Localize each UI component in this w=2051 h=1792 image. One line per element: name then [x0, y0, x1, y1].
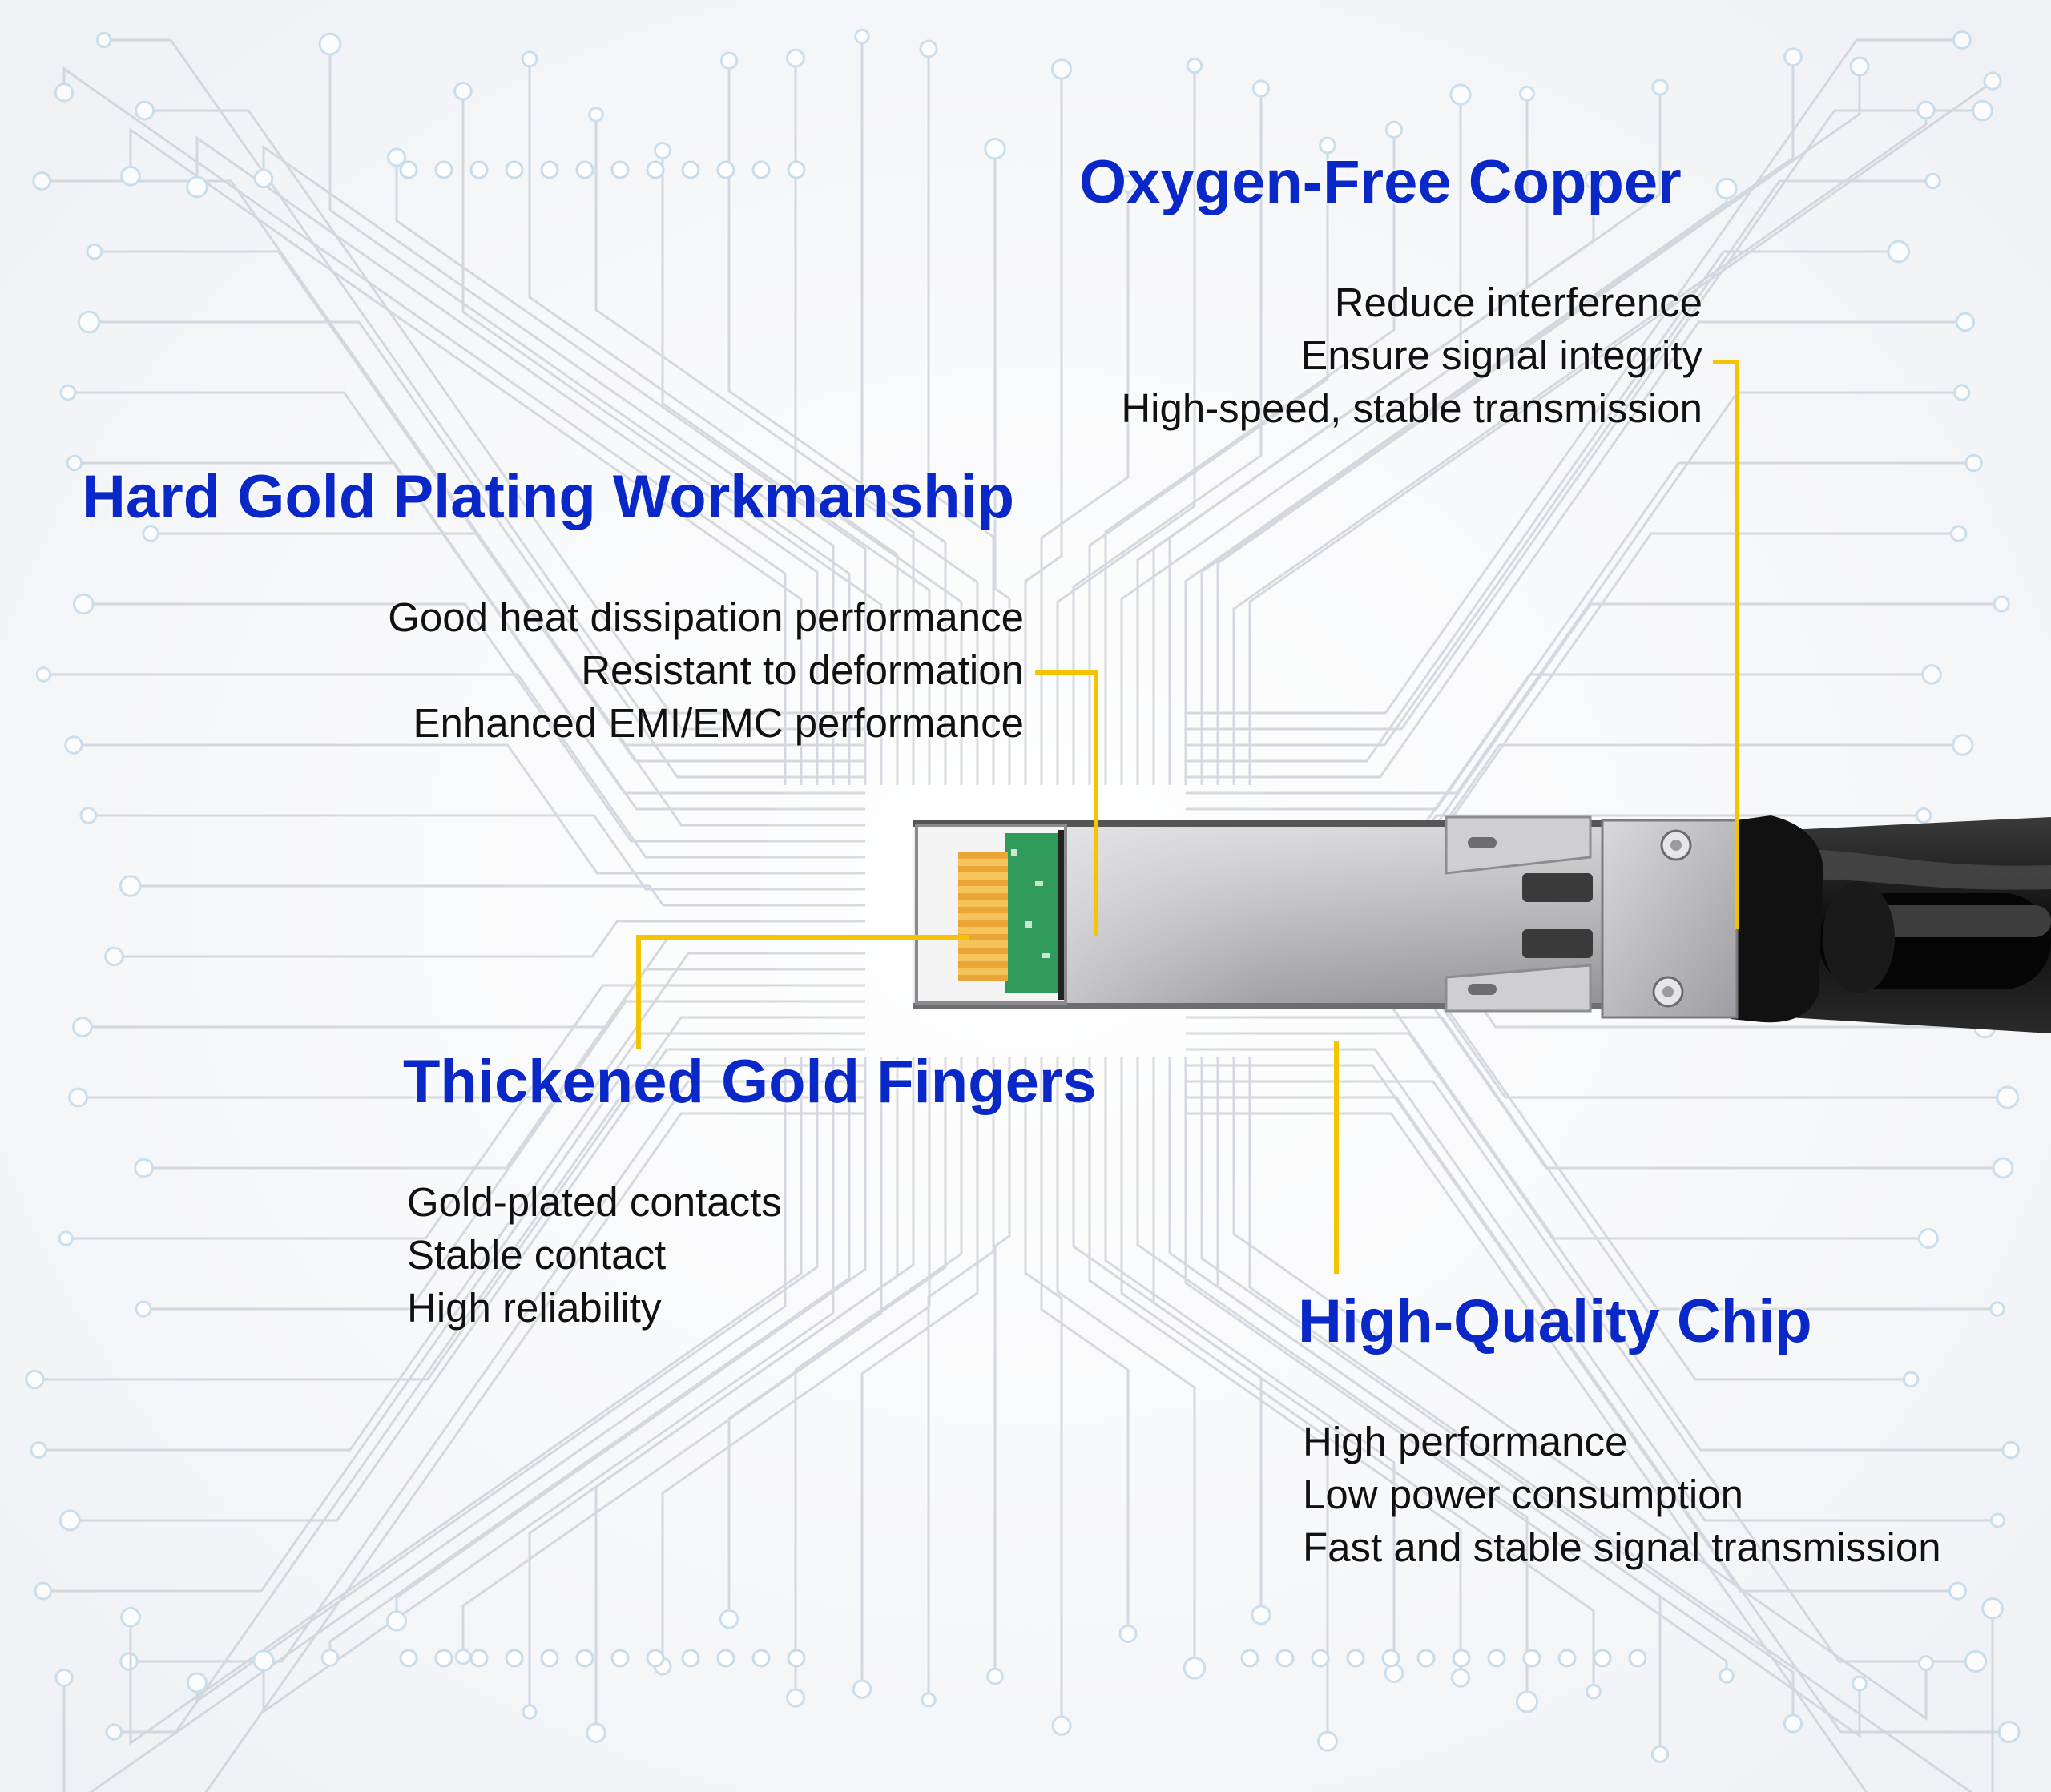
- heading-thickened-gold-fingers: Thickened Gold Fingers: [403, 1048, 1097, 1116]
- fingers-line-3: High reliability: [407, 1285, 662, 1331]
- chip-line-2: Low power consumption: [1303, 1472, 1743, 1517]
- plating-feature-list: Good heat dissipation performance Resist…: [388, 591, 1024, 750]
- pcb-board: [1005, 833, 1058, 993]
- heading-high-quality-chip: High-Quality Chip: [1298, 1287, 1812, 1355]
- plating-line-2: Resistant to deformation: [581, 647, 1024, 693]
- fingers-feature-list: Gold-plated contacts Stable contact High…: [407, 1176, 782, 1335]
- copper-feature-list: Reduce interference Ensure signal integr…: [1121, 276, 1702, 435]
- connector-group: [913, 815, 2051, 1033]
- fingers-line-2: Stable contact: [407, 1232, 667, 1278]
- chip-feature-list: High performance Low power consumption F…: [1303, 1415, 1941, 1574]
- plating-line-1: Good heat dissipation performance: [388, 594, 1024, 640]
- callout-copper: [1713, 360, 1739, 929]
- gold-fingers: [958, 852, 1008, 981]
- fingers-line-1: Gold-plated contacts: [407, 1179, 782, 1225]
- heading-oxygen-free-copper: Oxygen-Free Copper: [1079, 148, 1682, 216]
- callout-plating: [1035, 670, 1098, 936]
- callout-fingers: [636, 935, 969, 1049]
- chip-line-3: Fast and stable signal transmission: [1303, 1524, 1941, 1570]
- copper-line-3: High-speed, stable transmission: [1121, 385, 1702, 431]
- cable-boot: [1731, 815, 1823, 1023]
- copper-line-2: Ensure signal integrity: [1300, 332, 1702, 378]
- heading-hard-gold-plating: Hard Gold Plating Workmanship: [82, 463, 1015, 531]
- chip-line-1: High performance: [1303, 1419, 1628, 1464]
- copper-line-1: Reduce interference: [1334, 280, 1702, 325]
- plating-line-3: Enhanced EMI/EMC performance: [413, 700, 1024, 746]
